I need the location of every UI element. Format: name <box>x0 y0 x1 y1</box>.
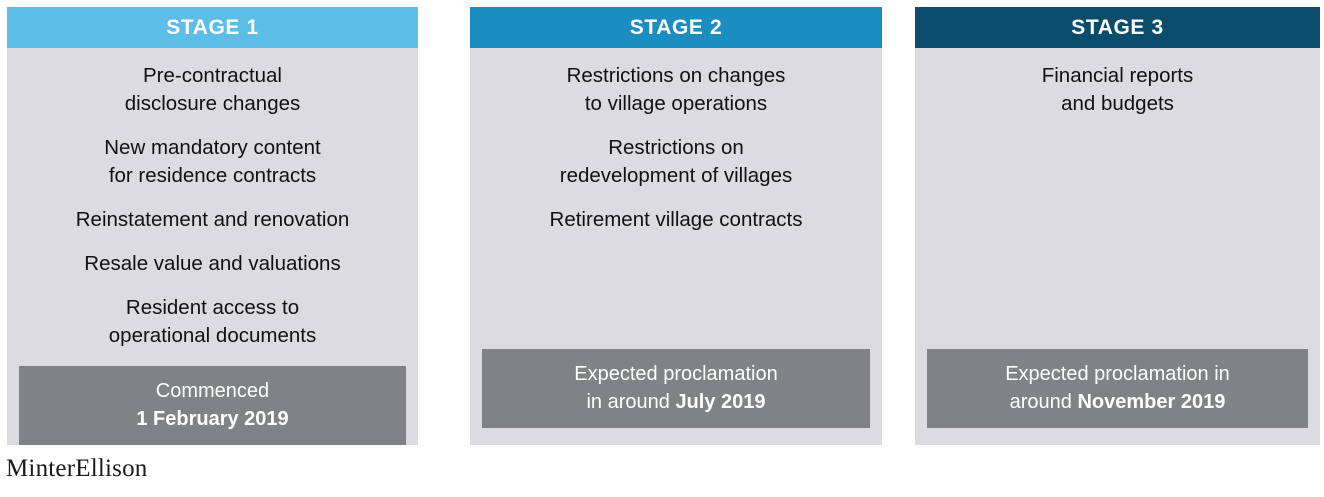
stage-1-item: Resident access to operational documents <box>108 296 317 347</box>
stage-1-status-line1: Commenced <box>155 380 270 402</box>
stage-2-body: Restrictions on changes to village opera… <box>470 48 882 445</box>
stage-1-status-line2: 1 February 2019 <box>136 405 288 433</box>
stage-2-status-prefix: in around <box>586 391 676 413</box>
stage-3-header: STAGE 3 <box>915 7 1320 48</box>
stage-2-status-box: Expected proclamation in around July 201… <box>482 349 870 428</box>
stage-2-status-line1: Expected proclamation <box>574 363 778 385</box>
stage-2-footer-wrap: Expected proclamation in around July 201… <box>482 349 870 445</box>
stage-1-body: Pre-contractual disclosure changes New m… <box>7 48 418 462</box>
stage-2-item: Retirement village contracts <box>549 208 803 231</box>
stage-2-item: Restrictions on changes to village opera… <box>566 64 786 115</box>
stage-1-status-date: 1 February 2019 <box>136 408 289 430</box>
stage-3-status-prefix: around <box>1009 391 1078 413</box>
stage-2-title: STAGE 2 <box>629 15 723 39</box>
stage-2-header: STAGE 2 <box>470 7 882 48</box>
stage-1-status-box: Commenced 1 February 2019 <box>19 366 406 445</box>
stage-3-body: Financial reports and budgets Expected p… <box>915 48 1320 445</box>
stage-2-item: Restrictions on redevelopment of village… <box>559 136 793 187</box>
stage-1-item: Resale value and valuations <box>84 252 341 275</box>
stage-card-1: STAGE 1 Pre-contractual disclosure chang… <box>7 7 418 445</box>
stage-card-2: STAGE 2 Restrictions on changes to villa… <box>470 7 882 445</box>
stage-3-item: Financial reports and budgets <box>1041 64 1194 115</box>
stage-2-item-list: Restrictions on changes to village opera… <box>482 62 870 349</box>
stage-3-footer-wrap: Expected proclamation in around November… <box>927 349 1308 445</box>
stage-3-status-line2: around November 2019 <box>1005 388 1230 416</box>
stage-3-title: STAGE 3 <box>1071 15 1164 39</box>
stage-1-footer-wrap: Commenced 1 February 2019 <box>19 366 406 462</box>
stage-3-item-list: Financial reports and budgets <box>927 62 1308 349</box>
stage-1-item: Reinstatement and renovation <box>75 208 350 231</box>
stage-2-status-line2: in around July 2019 <box>574 388 777 416</box>
stage-2-status-date: July 2019 <box>675 391 766 413</box>
stage-3-status-line1: Expected proclamation in <box>1005 363 1230 385</box>
stage-1-title: STAGE 1 <box>166 15 259 39</box>
stages-container: STAGE 1 Pre-contractual disclosure chang… <box>7 7 1320 445</box>
stage-card-3: STAGE 3 Financial reports and budgets Ex… <box>915 7 1320 445</box>
stage-1-item: Pre-contractual disclosure changes <box>124 64 301 115</box>
stage-3-status-date: November 2019 <box>1077 391 1226 413</box>
brand-logo: MinterEllison <box>6 455 148 482</box>
stage-1-item-list: Pre-contractual disclosure changes New m… <box>19 62 406 366</box>
stage-1-item: New mandatory content for residence cont… <box>104 136 321 187</box>
stage-1-header: STAGE 1 <box>7 7 418 48</box>
stage-3-status-box: Expected proclamation in around November… <box>927 349 1308 428</box>
